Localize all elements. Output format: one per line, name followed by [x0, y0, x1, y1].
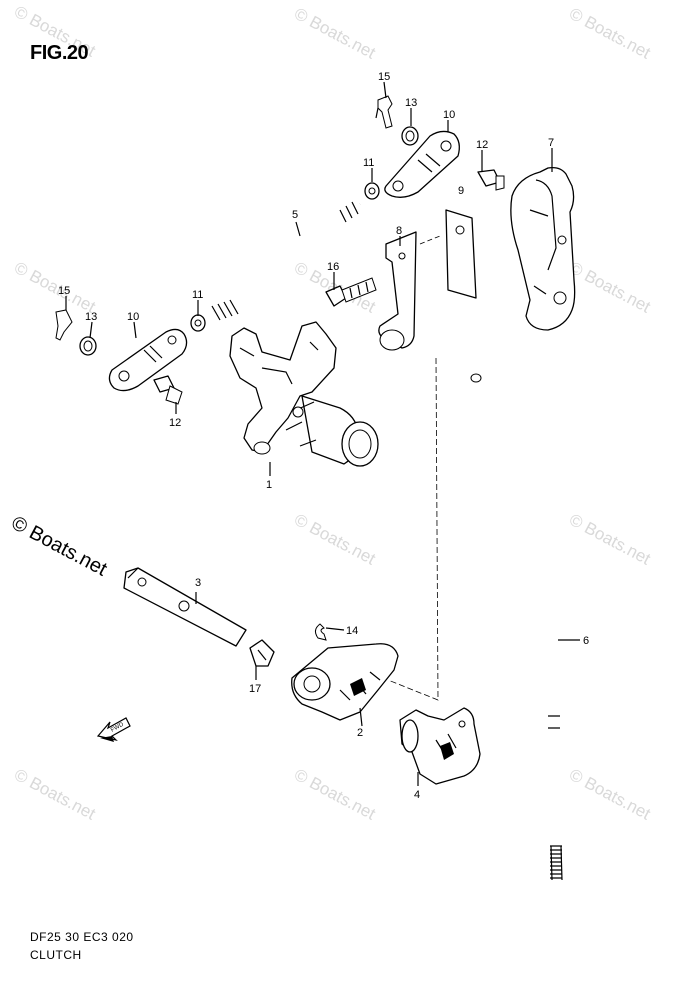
- callout-15-upper: 15: [378, 71, 390, 83]
- callout-17: 17: [249, 683, 261, 695]
- part-11-nut-upper: [364, 182, 380, 200]
- callout-5: 5: [292, 209, 298, 221]
- figure-code: DF25 30 EC3 020: [30, 930, 134, 944]
- part-10-lever-upper: [384, 130, 460, 198]
- part-10-lever-lower: [108, 328, 188, 392]
- callout-15-lower: 15: [58, 285, 70, 297]
- callout-11-upper: 11: [363, 157, 374, 169]
- callout-9: 9: [458, 185, 464, 197]
- part-13-washer-lower: [79, 336, 97, 356]
- callout-14: 14: [346, 625, 358, 637]
- part-4-shift-cam: [399, 707, 481, 785]
- figure-title: FIG.20: [30, 42, 89, 64]
- part-14-circlip: [314, 623, 327, 641]
- callout-4: 4: [414, 789, 420, 801]
- part-15-clip-lower: [55, 309, 73, 341]
- callout-10-lower: 10: [127, 311, 139, 323]
- callout-2: 2: [357, 727, 363, 739]
- callout-13-lower: 13: [85, 311, 97, 323]
- callout-7: 7: [548, 137, 554, 149]
- part-15-clip-upper: [375, 95, 393, 129]
- guide-lines: [387, 235, 441, 701]
- part-13-washer-upper: [401, 126, 419, 146]
- part-8-arm: [378, 231, 417, 351]
- callout-12-upper: 12: [476, 139, 488, 151]
- part-17-pin: [249, 639, 275, 667]
- leader-lines: [65, 81, 580, 786]
- callout-8: 8: [396, 225, 402, 237]
- figure-name: CLUTCH: [30, 948, 82, 962]
- part-6-long-rod: [470, 373, 563, 881]
- part-5-rod: [211, 201, 361, 321]
- callout-6: 6: [583, 635, 589, 647]
- part-1-shift-bracket: [229, 321, 379, 467]
- callout-13-upper: 13: [405, 97, 417, 109]
- part-16-bolt: [325, 277, 377, 307]
- fwd-arrow-icon: FWD: [96, 717, 131, 742]
- part-9-plate: [445, 209, 477, 299]
- part-2-clutch-lever: [291, 643, 399, 721]
- callout-16: 16: [327, 261, 339, 273]
- callout-1: 1: [266, 479, 272, 491]
- part-11-nut-lower: [190, 314, 206, 332]
- callout-12-lower: 12: [169, 417, 181, 429]
- part-3-shaft: [123, 567, 247, 647]
- callout-10-upper: 10: [443, 109, 455, 121]
- part-12-bolt-lower: [153, 375, 183, 405]
- part-12-bolt-upper: [477, 169, 505, 191]
- callout-3: 3: [195, 577, 201, 589]
- callout-11-lower: 11: [192, 289, 203, 301]
- part-7-bracket: [510, 166, 576, 331]
- callout-labels: 15 13 10 12 7 11 9 5 8 16 15 11 13 10 12…: [58, 71, 589, 801]
